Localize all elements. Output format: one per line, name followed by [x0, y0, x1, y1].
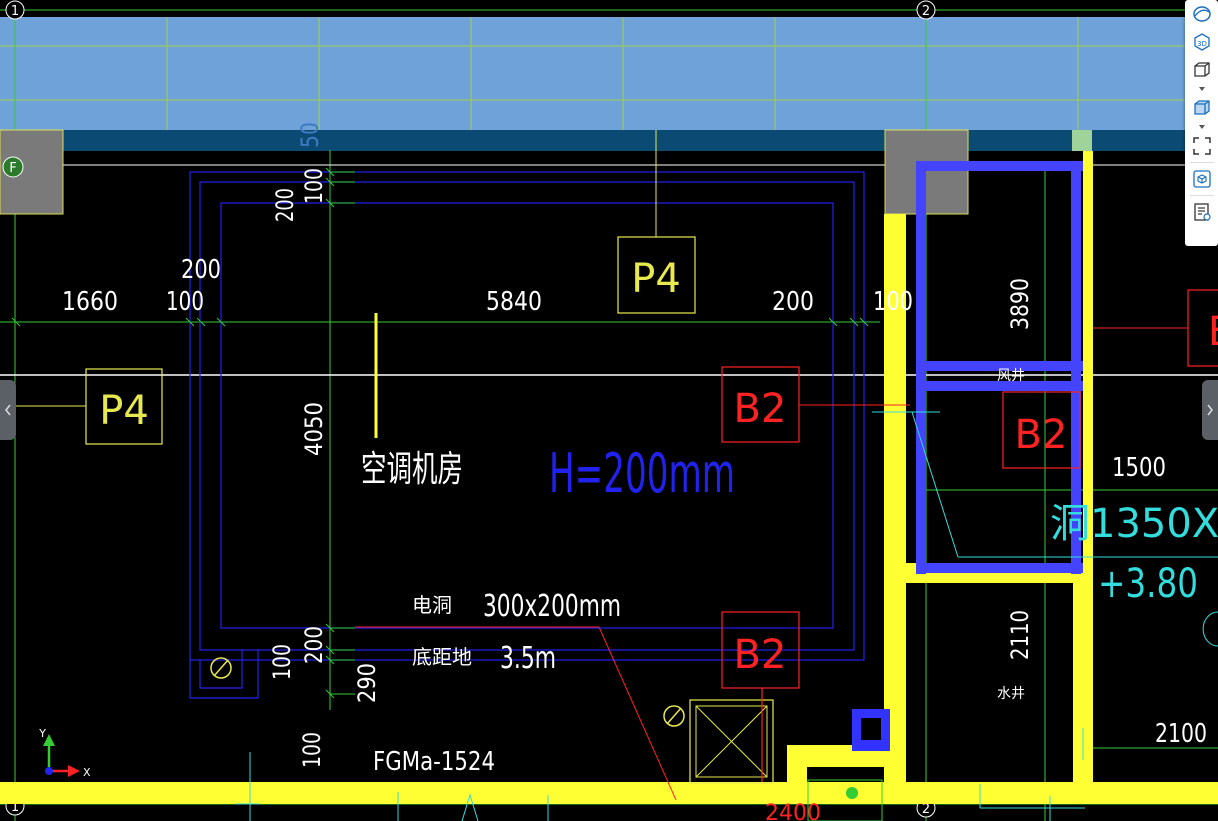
- tag-b2-bottom[interactable]: B2: [721, 611, 800, 689]
- cube-outline-dropdown[interactable]: [1188, 84, 1216, 94]
- dimension-ticks: [11, 167, 869, 699]
- bottom-to-floor-value: 3.5m: [500, 641, 556, 676]
- dimensions-vertical: 50 200 100 4050 200 100 290 100 3890 211…: [268, 122, 1034, 768]
- dim-100-right: 100: [873, 287, 913, 317]
- grid-axis-2-bottom-label: 2: [922, 802, 930, 817]
- sphere-icon: [1192, 6, 1211, 22]
- elec-hole-label: 电洞: [412, 593, 452, 617]
- tag-b2-center[interactable]: B2: [721, 366, 800, 443]
- dim-200-top: 200: [271, 188, 299, 222]
- cube-solid-button[interactable]: [1188, 94, 1216, 122]
- dim-100-left: 100: [166, 287, 204, 317]
- grid-axis-1-label: 1: [11, 4, 19, 19]
- dim-5840: 5840: [486, 287, 542, 317]
- slab-height: H=200mm: [549, 442, 735, 505]
- ucs-y-label: Y: [38, 727, 46, 740]
- dim-290: 290: [353, 663, 381, 703]
- dim-3890: 3890: [1006, 278, 1034, 330]
- dim-50: 50: [296, 122, 324, 148]
- chevron-down-icon: [1198, 125, 1205, 129]
- slab-outlines[interactable]: [189, 171, 865, 699]
- tag-e-partial-label: E: [1208, 309, 1218, 355]
- tag-e-partial[interactable]: E: [1187, 289, 1218, 367]
- grid-axis-2-top[interactable]: 2: [916, 0, 936, 20]
- grid-axis-1-bottom-label: 1: [11, 800, 19, 815]
- tag-p4-top-label: P4: [631, 256, 681, 302]
- tag-p4-left-label: P4: [99, 388, 149, 434]
- view-3d-button[interactable]: 3D: [1188, 28, 1216, 56]
- chevron-right-icon: [1207, 404, 1213, 416]
- dim-1500: 1500: [1112, 453, 1166, 483]
- dim-200-left: 200: [181, 255, 221, 285]
- dim-1660: 1660: [62, 287, 118, 317]
- sphere-view-button[interactable]: [1188, 0, 1216, 28]
- dim-2110: 2110: [1006, 610, 1034, 660]
- cube-solid-dropdown[interactable]: [1188, 122, 1216, 132]
- grid-axis-1-top[interactable]: 1: [5, 0, 25, 20]
- equipment-box[interactable]: [689, 699, 774, 784]
- dim-2400: 2400: [765, 801, 821, 821]
- door-openings: [235, 728, 1085, 821]
- chevron-down-icon: [1198, 87, 1205, 91]
- cube-outline-icon: [1193, 62, 1210, 77]
- cube-box-button[interactable]: [1188, 165, 1216, 193]
- grid-axis-f-label: F: [9, 161, 16, 176]
- beam-band: [0, 17, 1218, 130]
- properties-panel-button[interactable]: [1188, 198, 1216, 226]
- dim-2100: 2100: [1155, 719, 1207, 749]
- cube-solid-icon: [1193, 100, 1210, 115]
- door-label: FGMa-1524: [373, 747, 495, 777]
- fullscreen-icon: [1192, 137, 1211, 155]
- room-name: 空调机房: [361, 449, 463, 490]
- dim-200-right: 200: [772, 287, 814, 317]
- dim-100-lower: 100: [298, 732, 326, 768]
- shaft-walls[interactable]: [916, 161, 1083, 574]
- tag-b2-shaft-label: B2: [1015, 412, 1068, 458]
- elevation: +3.80: [1098, 561, 1198, 607]
- cube-outline-button[interactable]: [1188, 56, 1216, 84]
- column-left[interactable]: [0, 129, 64, 215]
- bottom-to-floor-label: 底距地: [412, 645, 472, 669]
- chevron-left-icon: [5, 404, 11, 416]
- dim-100-top: 100: [300, 168, 328, 204]
- pipe-symbol[interactable]: [663, 705, 685, 727]
- ucs-x-label: X: [83, 766, 91, 779]
- tag-b2-center-label: B2: [734, 386, 787, 432]
- tag-b2-shaft[interactable]: B2: [1002, 391, 1081, 469]
- tag-b2-bottom-label: B2: [734, 632, 787, 678]
- water-shaft-label: 水井: [997, 686, 1025, 702]
- air-shaft-label: 风井: [997, 368, 1025, 384]
- hole-annotation-lines: [872, 411, 1218, 647]
- column-right[interactable]: [884, 129, 969, 215]
- green-point[interactable]: [846, 787, 858, 799]
- view-3d-icon: 3D: [1193, 33, 1210, 51]
- properties-panel-icon: [1193, 203, 1211, 221]
- hole-size: 洞1350X6: [1050, 501, 1218, 547]
- collapse-right-panel-button[interactable]: [1202, 380, 1218, 440]
- pipe-symbol-left[interactable]: [210, 657, 232, 679]
- dimensions: 1660 100 200 5840 200 100 1500 2100: [62, 255, 1207, 749]
- fullscreen-button[interactable]: [1188, 132, 1216, 160]
- elec-hole-size: 300x200mm: [483, 589, 621, 624]
- grid-axis-2-label: 2: [922, 4, 930, 19]
- svg-text:3D: 3D: [1197, 40, 1207, 48]
- toolbar-separator: [1189, 162, 1214, 163]
- toolbar-separator: [1189, 195, 1214, 196]
- grid-axis-f[interactable]: F: [2, 156, 24, 178]
- collapse-left-panel-button[interactable]: [0, 380, 16, 440]
- tag-p4-left[interactable]: P4: [85, 368, 163, 445]
- dim-4050: 4050: [300, 402, 328, 456]
- view-toolbar: 3D: [1185, 0, 1218, 246]
- beam-edge: [0, 130, 1218, 151]
- cube-box-icon: [1192, 170, 1211, 188]
- dim-200-bottom: 200: [300, 626, 328, 664]
- dim-100-bottom: 100: [268, 644, 296, 680]
- ucs-icon: Y X: [38, 727, 91, 779]
- tag-p4-top[interactable]: P4: [617, 236, 696, 314]
